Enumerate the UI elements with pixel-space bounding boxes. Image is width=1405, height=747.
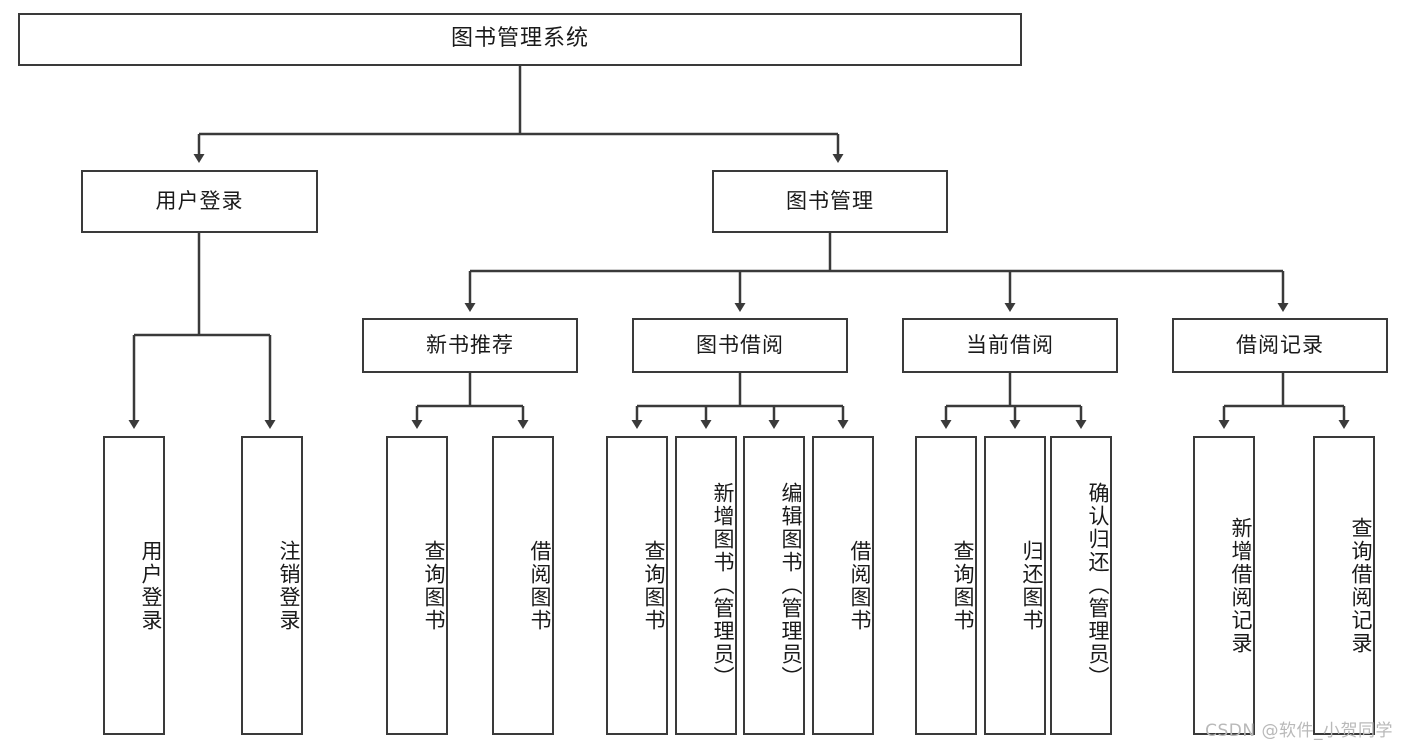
leaf-query-book-3[interactable]: 查询图书 [915, 436, 977, 735]
leaf-borrow-book-2[interactable]: 借阅图书 [812, 436, 874, 735]
node-label: 图书管理 [786, 188, 874, 213]
leaf-logout-login[interactable]: 注销登录 [241, 436, 303, 735]
node-label: 注销登录 [277, 539, 301, 632]
leaf-query-book-1[interactable]: 查询图书 [386, 436, 448, 735]
node-book-borrow[interactable]: 图书借阅 [632, 318, 848, 373]
node-label: 新增图书（管理员） [711, 482, 735, 689]
leaf-add-record[interactable]: 新增借阅记录 [1193, 436, 1255, 735]
node-label: 用户登录 [155, 188, 244, 213]
leaf-add-book[interactable]: 新增图书（管理员） [675, 436, 737, 735]
node-user-login[interactable]: 用户登录 [81, 170, 318, 233]
node-borrow-record[interactable]: 借阅记录 [1172, 318, 1388, 373]
node-new-book-recommend[interactable]: 新书推荐 [362, 318, 578, 373]
node-label: 确认归还（管理员） [1086, 482, 1110, 689]
node-label: 查询图书 [951, 539, 975, 632]
node-label: 编辑图书（管理员） [779, 482, 803, 689]
leaf-confirm-return[interactable]: 确认归还（管理员） [1050, 436, 1112, 735]
node-root-system[interactable]: 图书管理系统 [18, 13, 1022, 66]
watermark-text: CSDN @软件_小贺同学 [1205, 721, 1393, 741]
node-label: 查询图书 [422, 539, 446, 632]
node-current-borrow[interactable]: 当前借阅 [902, 318, 1118, 373]
leaf-query-book-2[interactable]: 查询图书 [606, 436, 668, 735]
node-label: 借阅图书 [848, 539, 872, 632]
node-label: 借阅记录 [1236, 332, 1324, 357]
leaf-query-record[interactable]: 查询借阅记录 [1313, 436, 1375, 735]
node-label: 新书推荐 [426, 332, 514, 357]
node-book-manage[interactable]: 图书管理 [712, 170, 948, 233]
node-label: 当前借阅 [966, 332, 1054, 357]
node-label: 借阅图书 [528, 539, 552, 632]
node-label: 归还图书 [1020, 539, 1044, 632]
leaf-return-book[interactable]: 归还图书 [984, 436, 1046, 735]
node-label: 图书管理系统 [450, 26, 589, 52]
leaf-borrow-book-1[interactable]: 借阅图书 [492, 436, 554, 735]
leaf-edit-book[interactable]: 编辑图书（管理员） [743, 436, 805, 735]
node-label: 查询图书 [642, 539, 666, 632]
node-label: 用户登录 [139, 539, 163, 632]
node-label: 图书借阅 [696, 332, 784, 357]
node-label: 查询借阅记录 [1349, 516, 1373, 655]
leaf-user-login[interactable]: 用户登录 [103, 436, 165, 735]
node-label: 新增借阅记录 [1229, 516, 1253, 655]
